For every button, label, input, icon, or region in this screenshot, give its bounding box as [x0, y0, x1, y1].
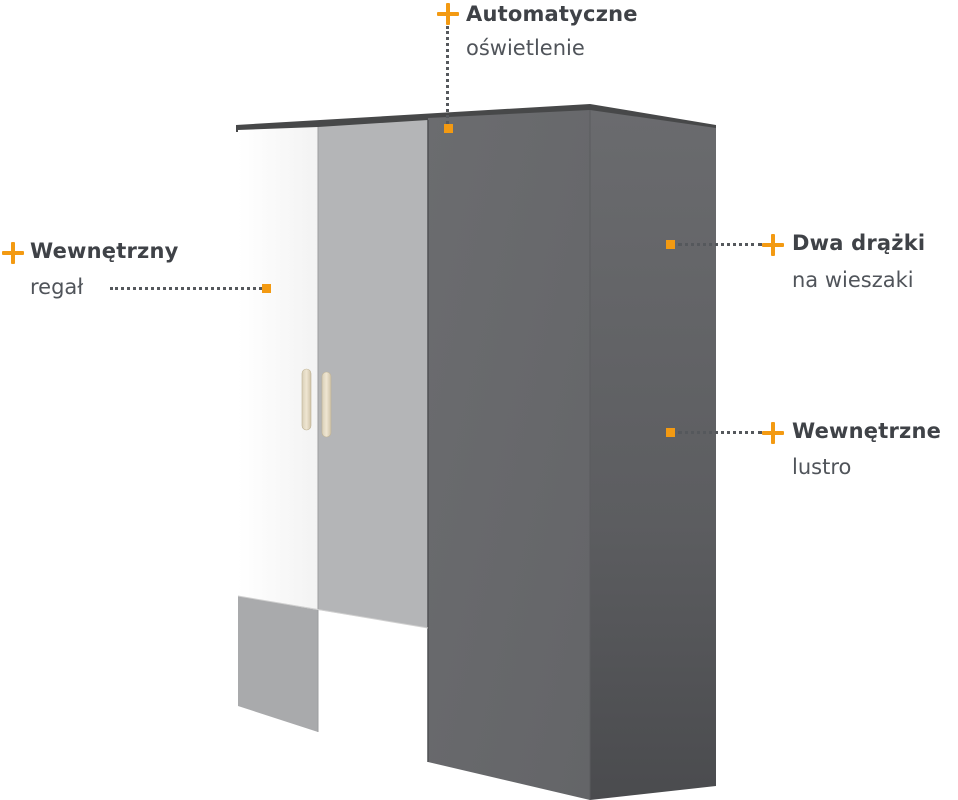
feature-title-rails: Dwa drążki: [792, 231, 926, 255]
feature-title-shelf: Wewnętrzny: [30, 239, 179, 263]
callout-line-rails: [678, 243, 762, 246]
cabinet-front-dark-panel: [428, 110, 590, 800]
feature-subtitle-shelf: regał: [30, 275, 84, 299]
drawer-seam: [237, 595, 429, 629]
feature-subtitle-mirror: lustro: [792, 455, 852, 479]
bottom-left-drawer-gray: [238, 596, 318, 732]
door-handle: [301, 368, 312, 431]
feature-title-lighting: Automatyczne: [466, 2, 638, 26]
feature-subtitle-rails: na wieszaki: [792, 268, 914, 292]
callout-line-mirror: [678, 431, 762, 434]
feature-subtitle-lighting: oświetlenie: [466, 36, 585, 60]
callout-line-shelf: [110, 287, 262, 290]
callout-line-lighting: [446, 26, 449, 124]
plus-icon: [2, 242, 24, 264]
plus-icon: [437, 3, 459, 25]
left-door-white: [238, 127, 318, 610]
feature-title-mirror: Wewnętrzne: [792, 419, 942, 443]
plus-icon: [762, 422, 784, 444]
callout-marker-mirror: [666, 428, 675, 437]
cabinet-side-panel: [590, 110, 716, 800]
callout-marker-lighting: [444, 124, 453, 133]
bottom-right-drawer-white: [318, 610, 428, 762]
door-handle: [321, 371, 332, 438]
plus-icon: [762, 234, 784, 256]
callout-marker-shelf: [262, 284, 271, 293]
middle-door-gray: [318, 120, 428, 628]
callout-marker-rails: [666, 240, 675, 249]
